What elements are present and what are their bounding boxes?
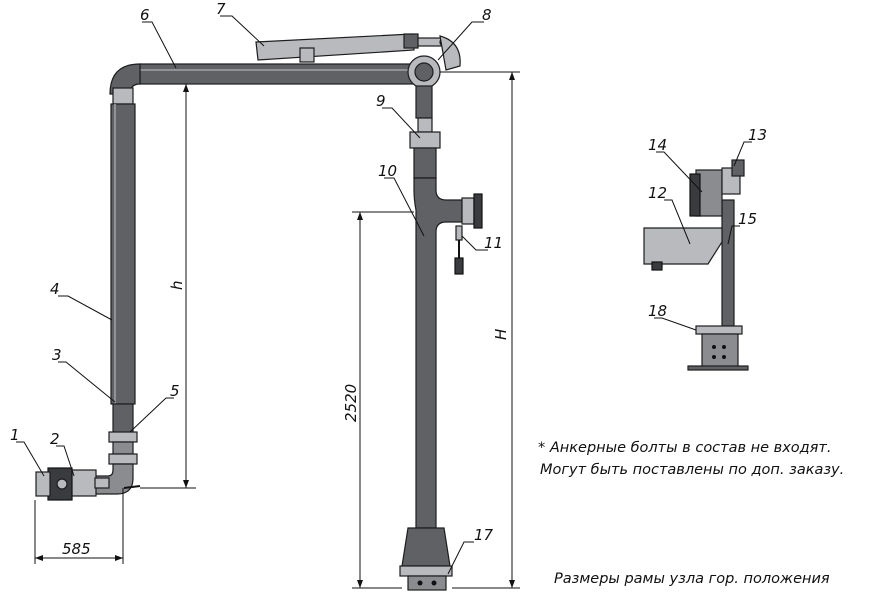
callout-13: 13 bbox=[748, 126, 767, 144]
frame-caption: Размеры рамы узла гор. положения bbox=[554, 571, 830, 587]
lower-elbow-connector bbox=[35, 463, 141, 501]
callout-7: 7 bbox=[216, 0, 226, 18]
callout-11: 11 bbox=[484, 234, 503, 252]
callout-12: 12 bbox=[648, 184, 667, 202]
callout-4: 4 bbox=[50, 280, 60, 298]
callout-8: 8 bbox=[482, 6, 492, 24]
dimension-585 bbox=[34, 488, 124, 564]
callout-6: 6 bbox=[140, 6, 150, 24]
dimension-2520-label: 2520 bbox=[342, 384, 360, 422]
callout-17: 17 bbox=[474, 526, 494, 544]
top-swivel-joint bbox=[407, 35, 461, 119]
leader-lines bbox=[16, 15, 752, 575]
dimension-2520 bbox=[352, 211, 414, 589]
callout-9: 9 bbox=[376, 92, 386, 110]
vertical-hose bbox=[108, 87, 138, 465]
horizontal-boom bbox=[139, 63, 426, 85]
frame-detail bbox=[643, 159, 749, 371]
dimension-h-label: h bbox=[168, 280, 186, 290]
callout-5: 5 bbox=[170, 382, 180, 400]
dimension-585-label: 585 bbox=[62, 540, 91, 558]
callout-10: 10 bbox=[378, 162, 397, 180]
callout-2: 2 bbox=[50, 430, 60, 448]
dimension-H-label: H bbox=[492, 329, 510, 340]
callout-18: 18 bbox=[648, 302, 667, 320]
callout-1: 1 bbox=[10, 426, 20, 444]
vertical-swivel bbox=[409, 117, 441, 179]
column bbox=[413, 177, 483, 529]
callout-3: 3 bbox=[52, 346, 62, 364]
dimension-H bbox=[440, 71, 520, 589]
callout-14: 14 bbox=[648, 136, 667, 154]
callout-15: 15 bbox=[738, 210, 757, 228]
column-base bbox=[399, 527, 453, 591]
dimension-h bbox=[140, 84, 196, 489]
note-line-2: Могут быть поставлены по доп. заказу. bbox=[540, 462, 844, 478]
note-line-1: * Анкерные болты в состав не входят. bbox=[538, 440, 831, 456]
